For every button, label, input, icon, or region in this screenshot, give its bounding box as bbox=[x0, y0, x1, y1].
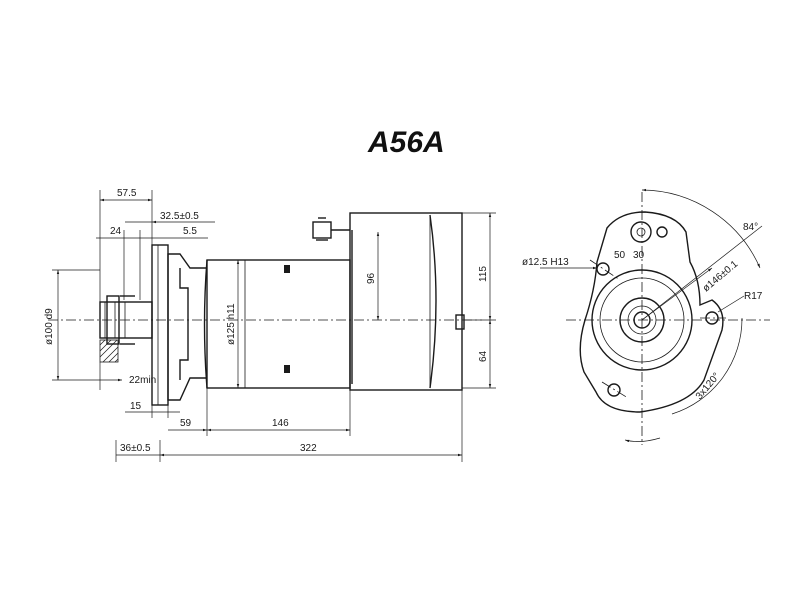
mount-hole-3 bbox=[607, 383, 621, 397]
pinion-teeth-hatch bbox=[99, 339, 119, 363]
pinion-outer bbox=[619, 297, 665, 343]
dim-22min: 22min bbox=[129, 375, 156, 386]
dim-146: 146 bbox=[272, 418, 289, 429]
dim-322: 322 bbox=[300, 443, 317, 454]
dim-57-5: 57.5 bbox=[117, 188, 137, 199]
solenoid-terminal-circle bbox=[630, 221, 652, 243]
angle-3x120-arc bbox=[671, 317, 743, 415]
dim-r17: R17 bbox=[744, 291, 763, 302]
drawing-title: A56A bbox=[367, 126, 445, 159]
screw-top bbox=[284, 265, 290, 273]
front-housing-outline bbox=[579, 211, 724, 413]
dim-d125: ø125 h11 bbox=[226, 303, 237, 345]
side-view: 57.5 32.5±0.5 24 5.5 ø100 d9 ø125 h11 96… bbox=[44, 188, 496, 462]
dim-64: 64 bbox=[478, 350, 489, 362]
terminal-30 bbox=[656, 226, 668, 238]
dim-96: 96 bbox=[366, 272, 377, 284]
rotation-arrow bbox=[624, 437, 661, 443]
solenoid-body bbox=[349, 212, 463, 391]
pinion bbox=[99, 301, 153, 339]
dim-3x120: 3x120° bbox=[694, 371, 723, 402]
mount-hole-1 bbox=[596, 262, 610, 276]
label-30: 30 bbox=[633, 250, 645, 261]
pinion-inner bbox=[633, 311, 651, 329]
dim-d146: ø146±0.1 bbox=[701, 258, 741, 294]
dim-59: 59 bbox=[180, 418, 192, 429]
dim-115: 115 bbox=[478, 266, 489, 282]
dim-5-5: 5.5 bbox=[183, 226, 197, 237]
shaft-stub bbox=[455, 314, 465, 330]
dim-24: 24 bbox=[110, 226, 122, 237]
dim-d100: ø100 d9 bbox=[44, 308, 55, 345]
label-50: 50 bbox=[614, 250, 626, 261]
front-view: 50 30 ø146±0.1 ø12.5 H13 R17 84° 3x120° bbox=[522, 188, 770, 445]
angle-84-arc bbox=[641, 188, 761, 269]
flange-circle bbox=[591, 269, 693, 371]
motor-body bbox=[206, 259, 351, 389]
screw-bottom bbox=[284, 365, 290, 373]
dim-84deg: 84° bbox=[743, 222, 758, 233]
dim-d12-5: ø12.5 H13 bbox=[522, 257, 569, 268]
dim-15: 15 bbox=[130, 401, 142, 412]
solenoid-terminal bbox=[312, 221, 332, 239]
dim-32-5: 32.5±0.5 bbox=[160, 211, 199, 222]
dim-36: 36±0.5 bbox=[120, 443, 151, 454]
